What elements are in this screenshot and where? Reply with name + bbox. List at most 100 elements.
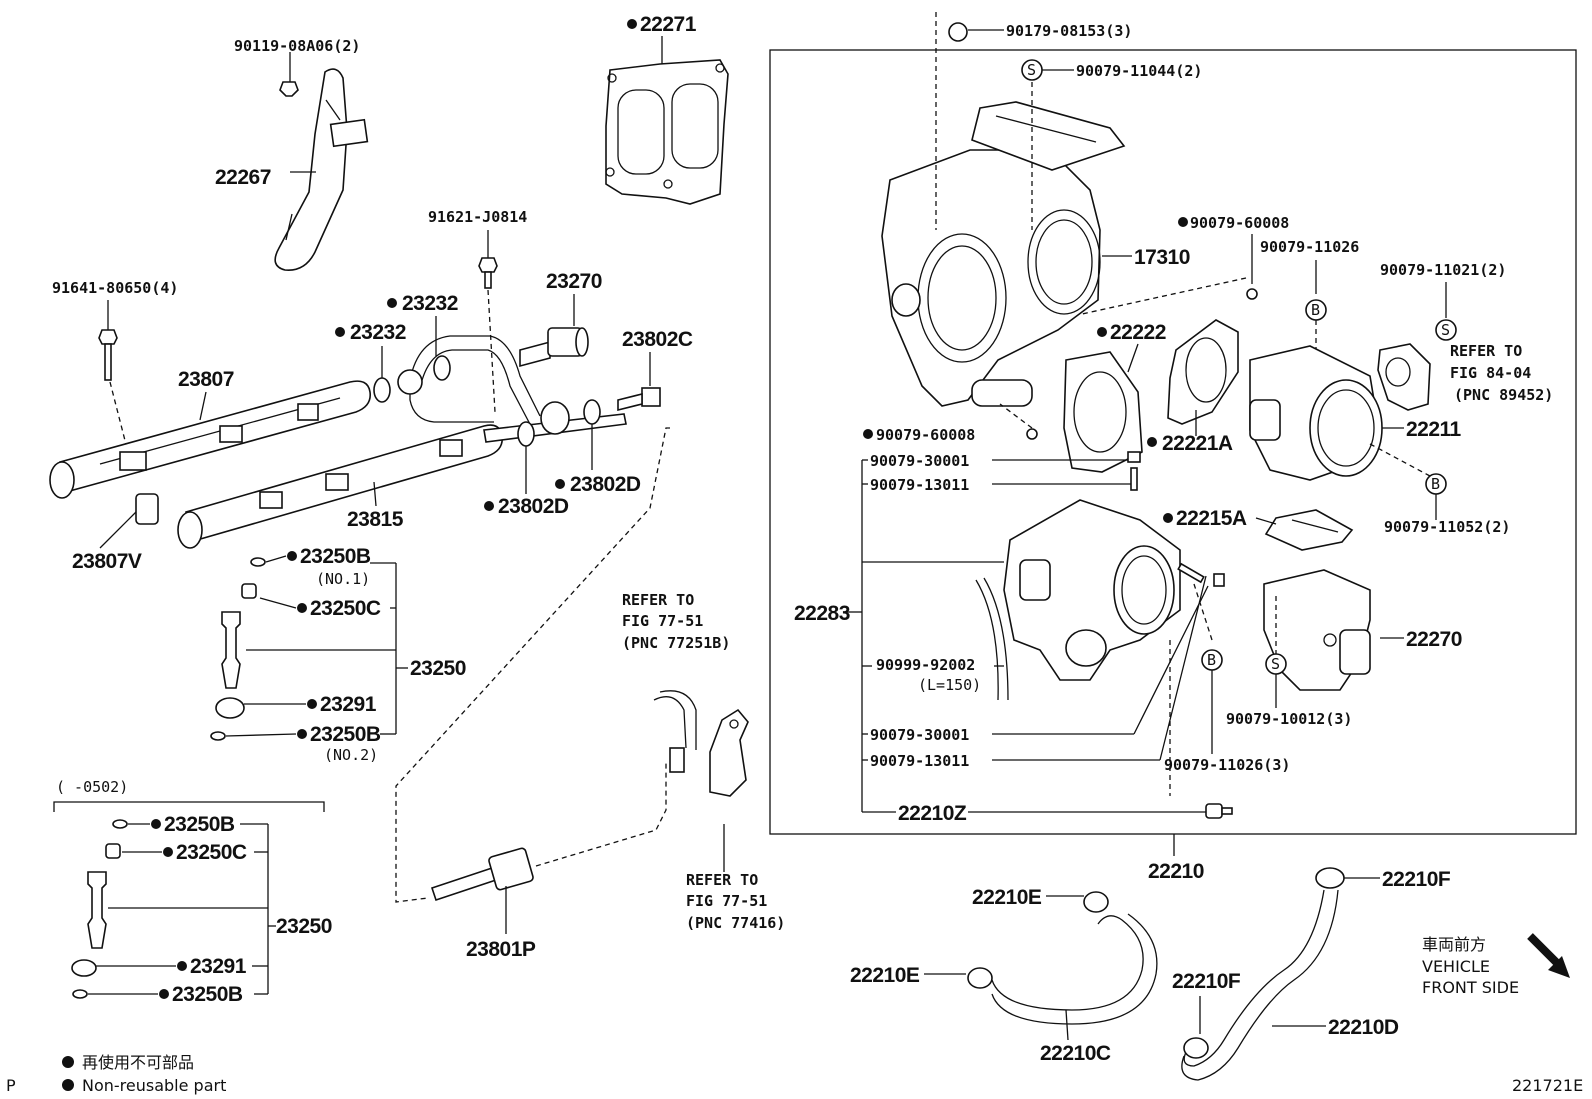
sensor-23270 [519, 327, 589, 368]
gasket-90079-11044 [971, 101, 1126, 171]
label-range: ( -0502) [56, 778, 128, 796]
label-23250-1: 23250 [410, 657, 466, 680]
refer-77416-1: REFER TO [686, 871, 758, 889]
label-22211: 22211 [1406, 418, 1462, 441]
label-90079-10012: 90079-10012(3) [1226, 710, 1352, 728]
screw-90179 [948, 22, 968, 42]
label-90079-60008-a: 90079-60008 [1190, 214, 1289, 232]
label-23250b-4: 23250B [172, 983, 243, 1006]
front-arrow-icon [1527, 933, 1570, 978]
oring-60008-b [1026, 428, 1038, 440]
sensor-23801p [430, 847, 534, 902]
label-90079-13011-a: 90079-13011 [870, 476, 969, 494]
label-23801p: 23801P [466, 938, 536, 961]
label-22221a: 22221A [1162, 432, 1233, 455]
hose-22210c [991, 913, 1158, 1025]
label-22210d: 22210D [1328, 1016, 1399, 1039]
svg-text:S: S [1441, 321, 1450, 339]
bracket-22267 [274, 68, 369, 271]
refer-77416-2: FIG 77-51 [686, 892, 767, 910]
label-23291-1: 23291 [320, 693, 377, 716]
label-22267: 22267 [215, 166, 271, 189]
hose-77251b [653, 690, 697, 773]
gasket-22222 [1063, 351, 1143, 473]
label-no1: (NO.1) [316, 570, 370, 588]
fuel-pipe-23232 [397, 335, 570, 435]
label-23250c-2: 23250C [176, 841, 247, 864]
gasket-22221a [1167, 319, 1239, 425]
label-22210: 22210 [1148, 860, 1204, 883]
label-90179: 90179-08153(3) [1006, 22, 1132, 40]
gasket-22215a [1264, 509, 1354, 551]
label-17310: 17310 [1134, 246, 1190, 269]
label-23807v: 23807V [72, 550, 142, 573]
label-23802d-b: 23802D [498, 495, 569, 518]
svg-text:B: B [1207, 651, 1216, 669]
refer-77416-3: (PNC 77416) [686, 914, 785, 932]
screw-13011-b [1177, 562, 1205, 584]
bracket-77416 [709, 708, 749, 797]
figure-id: 221721E [1512, 1076, 1583, 1095]
label-22270: 22270 [1406, 628, 1462, 651]
label-23815: 23815 [347, 508, 404, 531]
label-90079-11052: 90079-11052(2) [1384, 518, 1510, 536]
clamp-22210e-b [967, 967, 993, 989]
label-90999: 90999-92002 [876, 656, 975, 674]
hose-22210d [1181, 889, 1339, 1081]
label-23232-b: 23232 [350, 321, 406, 344]
label-23807: 23807 [178, 368, 234, 391]
clamp-22210f-b [1183, 1037, 1209, 1059]
label-23270: 23270 [546, 270, 602, 293]
refer-89452-3: (PNC 89452) [1454, 386, 1553, 404]
label-l150: (L=150) [918, 676, 981, 694]
label-22210e-b: 22210E [850, 964, 920, 987]
label-90079-11021: 90079-11021(2) [1380, 261, 1506, 279]
hose-90999 [975, 579, 999, 701]
gasket-23802d-a [583, 399, 601, 425]
label-90119: 90119-08A06(2) [234, 37, 360, 55]
svg-text:S: S [1271, 655, 1280, 673]
refer-89452-1: REFER TO [1450, 342, 1522, 360]
label-22215a: 22215A [1176, 507, 1247, 530]
svg-text:B: B [1431, 475, 1440, 493]
s-mark-11021 [1435, 319, 1457, 341]
nut-30001-b [1213, 573, 1225, 587]
flange-89452 [1377, 343, 1431, 411]
label-23232-a: 23232 [402, 292, 458, 315]
label-91621: 91621-J0814 [428, 208, 527, 226]
fuel-rail-23807 [49, 380, 372, 499]
fitting-22210z [1205, 803, 1233, 819]
gasket-22271 [605, 59, 729, 205]
idle-valve-22283 [1003, 499, 1181, 681]
label-22210f-b: 22210F [1172, 970, 1241, 993]
refer-77251b-3: (PNC 77251B) [622, 634, 730, 652]
front-label-1: VEHICLE [1422, 957, 1490, 976]
legend-jp: 再使用不可部品 [82, 1053, 194, 1072]
refer-89452-2: FIG 84-04 [1450, 364, 1531, 382]
clamp-22210f-a [1315, 867, 1345, 889]
label-22271: 22271 [640, 13, 697, 36]
label-23250-2: 23250 [276, 915, 332, 938]
oring-60008-a [1246, 288, 1258, 300]
label-90079-30001-a: 90079-30001 [870, 452, 969, 470]
front-label-jp: 車両前方 [1422, 935, 1486, 954]
label-22210c: 22210C [1040, 1042, 1111, 1065]
label-90079-11044: 90079-11044(2) [1076, 62, 1202, 80]
bolt-90119 [279, 52, 299, 97]
nut-30001-a [1127, 451, 1141, 463]
gasket-23802d-b [517, 421, 535, 447]
bolt-91621 [478, 257, 498, 289]
label-23250b-3: 23250B [164, 813, 235, 836]
actuator-22270 [1263, 569, 1371, 691]
label-23802c: 23802C [622, 328, 693, 351]
label-23250c-1: 23250C [310, 597, 381, 620]
label-22222: 22222 [1110, 321, 1166, 344]
damper-23807v [135, 493, 159, 525]
corner-mark: P [6, 1076, 16, 1095]
throttle-body-22211 [1249, 345, 1383, 481]
label-23291-2: 23291 [190, 955, 247, 978]
svg-text:B: B [1311, 301, 1320, 319]
label-90079-60008-b: 90079-60008 [876, 426, 975, 444]
legend: 再使用不可部品 Non-reusable part [62, 1053, 226, 1095]
